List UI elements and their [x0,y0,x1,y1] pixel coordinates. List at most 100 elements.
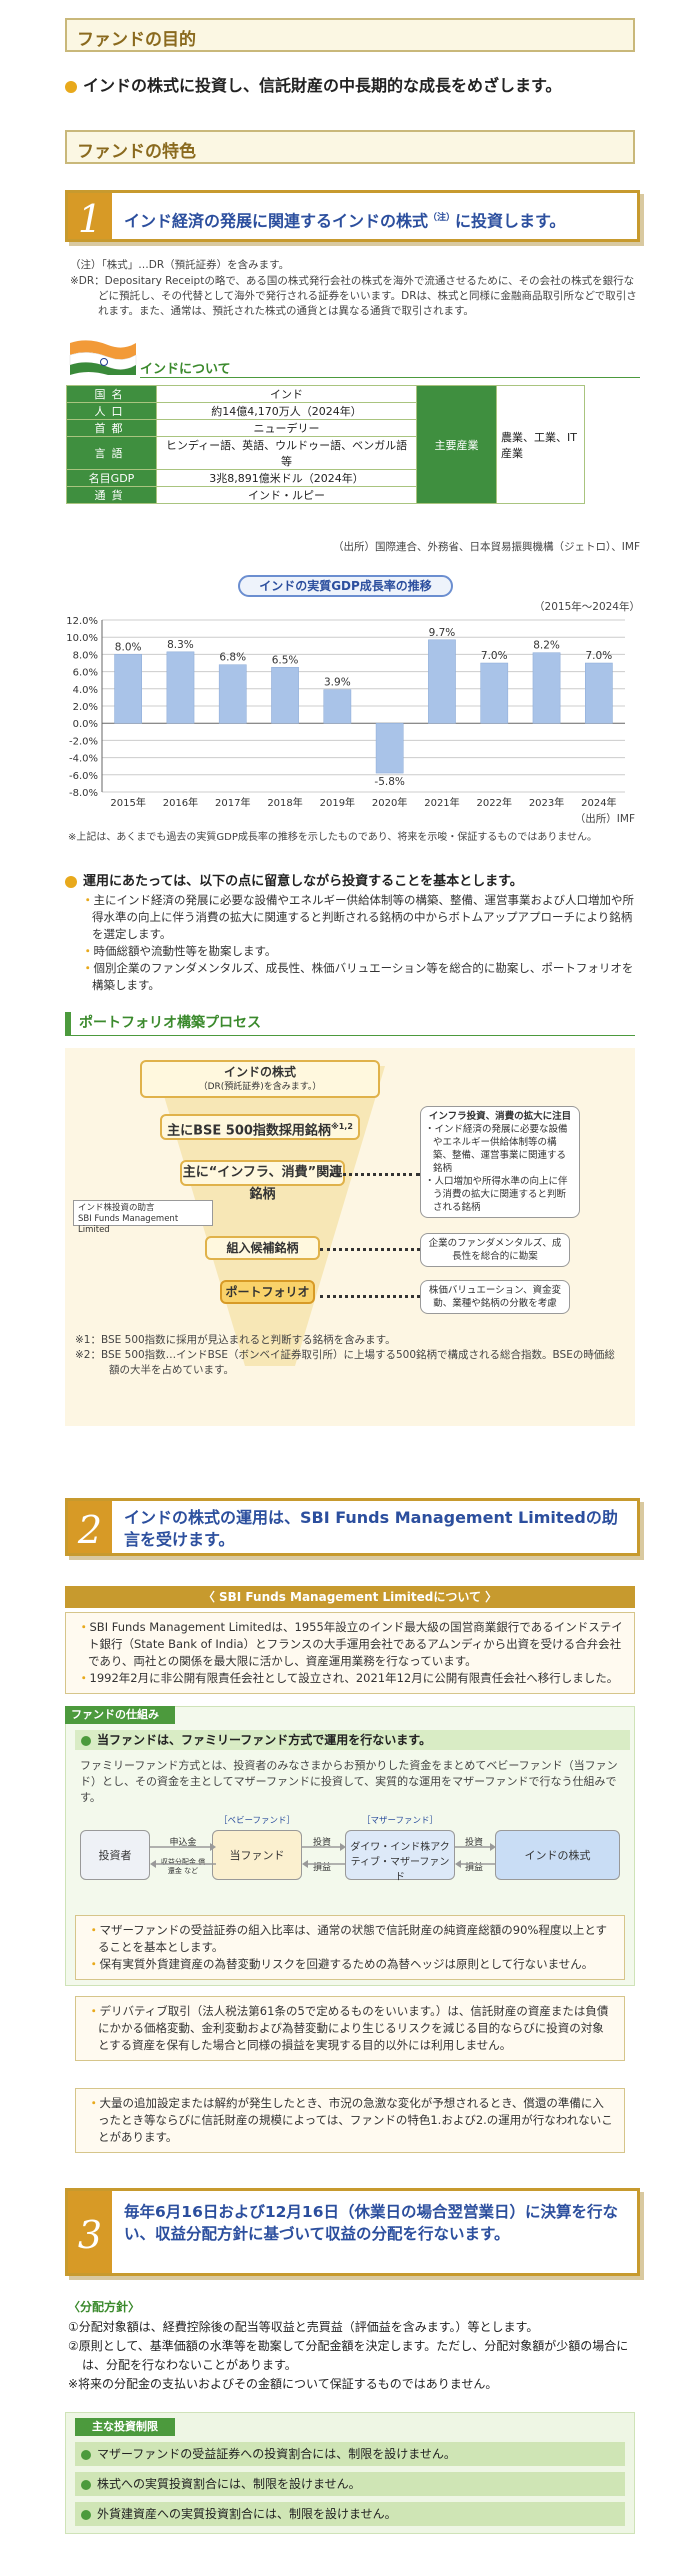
list-item: 主にインド経済の発展に必要な設備やエネルギー供給体制等の構築、整備、運営事業およ… [80,892,635,943]
list-item: SBI Funds Management Limitedは、1955年設立のイン… [76,1619,624,1670]
bullet-icon [81,2449,91,2460]
step-portfolio: ポートフォリオ [220,1280,315,1304]
bullet-icon [81,1735,91,1746]
purpose-text-row: インドの株式に投資し、信託財産の中長期的な成長をめざします。 [65,72,665,96]
table-value: 3兆8,891億米ドル（2024年） [156,469,417,487]
focus-title: インフラ投資、消費の拡大に注目 [428,1111,572,1122]
x-tick-label: 2022年 [477,796,512,809]
y-tick-label: 12.0% [66,616,98,627]
table-label: 名目GDP [66,469,157,487]
table-row: 国名 インド 主要産業 農業、工業、IT産業 [66,385,585,504]
advice-company: SBI Funds Management Limited [78,1214,179,1235]
arrow-dots [320,1248,420,1251]
flow-arrows-icon [150,1843,496,1868]
bar [585,662,613,724]
feature-3-heading: 毎年6月16日および12月16日（休業日の場合翌営業日）に決算を行ない、収益分配… [124,2203,618,2243]
table-label: 通貨 [66,486,157,504]
y-tick-label: -2.0% [69,736,98,747]
baby-fund-box: 当ファンド [212,1830,302,1880]
y-tick-label: -4.0% [69,754,98,765]
table-label: 首都 [66,419,157,437]
list-item: 1992年2月に非公開有限責任会社として設立され、2021年12月に公開有限責任… [76,1670,624,1687]
invest-label-2: 投資 [464,1838,483,1848]
y-tick-label: 10.0% [66,633,98,644]
feature-2-number: 2 [68,1501,112,1553]
limit-row: マザーファンドの受益証券への投資割合には、制限を設けません。 [75,2442,625,2466]
feature-1-text: インド経済の発展に関連するインドの株式 [124,211,429,231]
mechanism-notes-c: 大量の追加設定または解約が発生したとき、市況の急激な変化が予想されるとき、償還の… [75,2088,625,2153]
feature-1-text2: に投資します。 [455,211,566,231]
list-item: 保有実質外貨建資産の為替変動リスクを回避するための為替ヘッジは原則として行ないま… [86,1956,614,1973]
feature-1-note2: ※DR：Depositary Receiptの略で、ある国の株式発行会社の株式を… [70,275,637,317]
india-source: （出所）国際連合、外務省、日本貿易振興機構（ジェトロ）、IMF [333,541,640,553]
y-tick-label: -8.0% [69,788,98,799]
chart-note: ※上記は、あくまでも過去の実質GDP成長率の推移を示したものであり、将来を示唆・… [68,832,598,843]
x-tick-label: 2024年 [581,796,616,809]
bar [114,654,142,724]
feature-3-box: 3 毎年6月16日および12月16日（休業日の場合翌営業日）に決算を行ない、収益… [65,2188,640,2276]
operation-intro-row: 運用にあたっては、以下の点に留意しながら投資することを基本とします。 [65,870,635,889]
process-heading: ポートフォリオ構築プロセス [65,1012,635,1036]
limit-text: 外貨建資産への実質投資割合には、制限を設けません。 [97,2507,397,2521]
features-title: ファンドの特色 [65,130,635,164]
data-label: 7.0% [481,650,508,662]
table-value: インド・ルピー [156,486,417,504]
arrow-dots [330,1173,420,1176]
valuation-box: 株価バリュエーション、資金変動、業種や銘柄の分散を考慮 [420,1280,570,1314]
x-tick-label: 2016年 [163,796,198,809]
mechanism-lead-row: 当ファンドは、ファミリーファンド方式で運用を行ないます。 [75,1730,630,1750]
bar [218,664,247,724]
x-tick-label: 2019年 [320,796,355,809]
distribution-list: ①分配対象額は、経費控除後の配当等収益と売買益（評価益を含みます。）等とします。… [68,2318,638,2394]
y-tick-label: 4.0% [73,685,98,696]
x-tick-label: 2020年 [372,796,407,809]
limit-row: 外貨建資産への実質投資割合には、制限を設けません。 [75,2502,625,2526]
bar [428,639,456,724]
step-bse500: 主にBSE 500指数採用銘柄※1,2 [160,1114,360,1140]
list-item: ・人口増加や所得水準の向上に伴う消費の拡大に関連すると判断される銘柄 [425,1176,568,1213]
step-infra-consumption: 主に“インフラ、消費”関連銘柄 [180,1160,345,1202]
industry-label: 主要産業 [416,385,497,504]
sbi-box: SBI Funds Management Limitedは、1955年設立のイン… [65,1612,635,1694]
process-note2: ※2：BSE 500指数…インドBSE（ボンベイ証券取引所）に上場する500銘柄… [75,1349,615,1376]
feature-1-heading: インド経済の発展に関連するインドの株式（注）に投資します。 [124,207,629,232]
bar [166,651,195,724]
table-value: ニューデリー [156,419,417,437]
mechanism-heading: ファンドの仕組み [65,1706,175,1724]
process-note1: ※1：BSE 500指数に採用が見込まれると判断する銘柄を含みます。 [75,1334,396,1346]
limit-row: 株式への実質投資割合には、制限を設けません。 [75,2472,625,2496]
step-india-stocks: インドの株式 （DR(預託証券)を含みます。） [140,1060,380,1098]
investor-box: 投資者 [80,1830,150,1880]
table-value: インド [156,385,417,403]
step1-label: インドの株式 [223,1065,296,1079]
advice-label: インド株投資の助言 [78,1203,155,1213]
data-label: 9.7% [429,627,456,639]
focus-item: インド経済の発展に必要な設備やエネルギー供給体制等の構築、整備、運営事業に関連す… [433,1124,568,1174]
feature-3-number: 3 [68,2191,112,2273]
data-label: -5.8% [374,776,404,788]
step1-sub: （DR(預託証券)を含みます。） [198,1082,322,1092]
list-item: マザーファンドの受益証券の組入比率は、通常の状態で信託財産の純資産総額の90%程… [86,1922,614,1956]
operation-intro: 運用にあたっては、以下の点に留意しながら投資することを基本とします。 [83,874,523,889]
invest-label: 投資 [312,1838,331,1848]
step2-label: 主にBSE 500指数採用銘柄 [167,1123,331,1139]
advice-box: インド株投資の助言 SBI Funds Management Limited [73,1200,213,1235]
bullet-icon [65,875,77,888]
y-tick-label: 2.0% [73,702,98,713]
india-table: 国名 インド 主要産業 農業、工業、IT産業 人口 約14億4,170万人（20… [66,385,585,504]
table-label: 言語 [66,436,157,470]
mechanism-notes-b: デリバティブ取引（法人税法第61条の5で定めるものをいいます。）は、信託財産の資… [75,1996,625,2061]
mechanism-lead: 当ファンドは、ファミリーファンド方式で運用を行ないます。 [97,1733,432,1747]
chart-period: （2015年～2024年） [534,601,640,613]
profit-label: 損益 [312,1863,331,1873]
table-label: 国名 [66,385,157,403]
bar [323,689,352,724]
data-label: 8.3% [167,639,194,651]
y-tick-label: 0.0% [73,719,98,730]
table-label: 人口 [66,402,157,420]
mechanism-desc: ファミリーファンド方式とは、投資者のみなさまからお預かりした資金をまとめてベビー… [80,1759,618,1804]
feature-1-number: 1 [68,193,112,241]
y-tick-label: 8.0% [73,650,98,661]
y-tick-label: 6.0% [73,668,98,679]
india-heading: インドについて [140,358,640,378]
